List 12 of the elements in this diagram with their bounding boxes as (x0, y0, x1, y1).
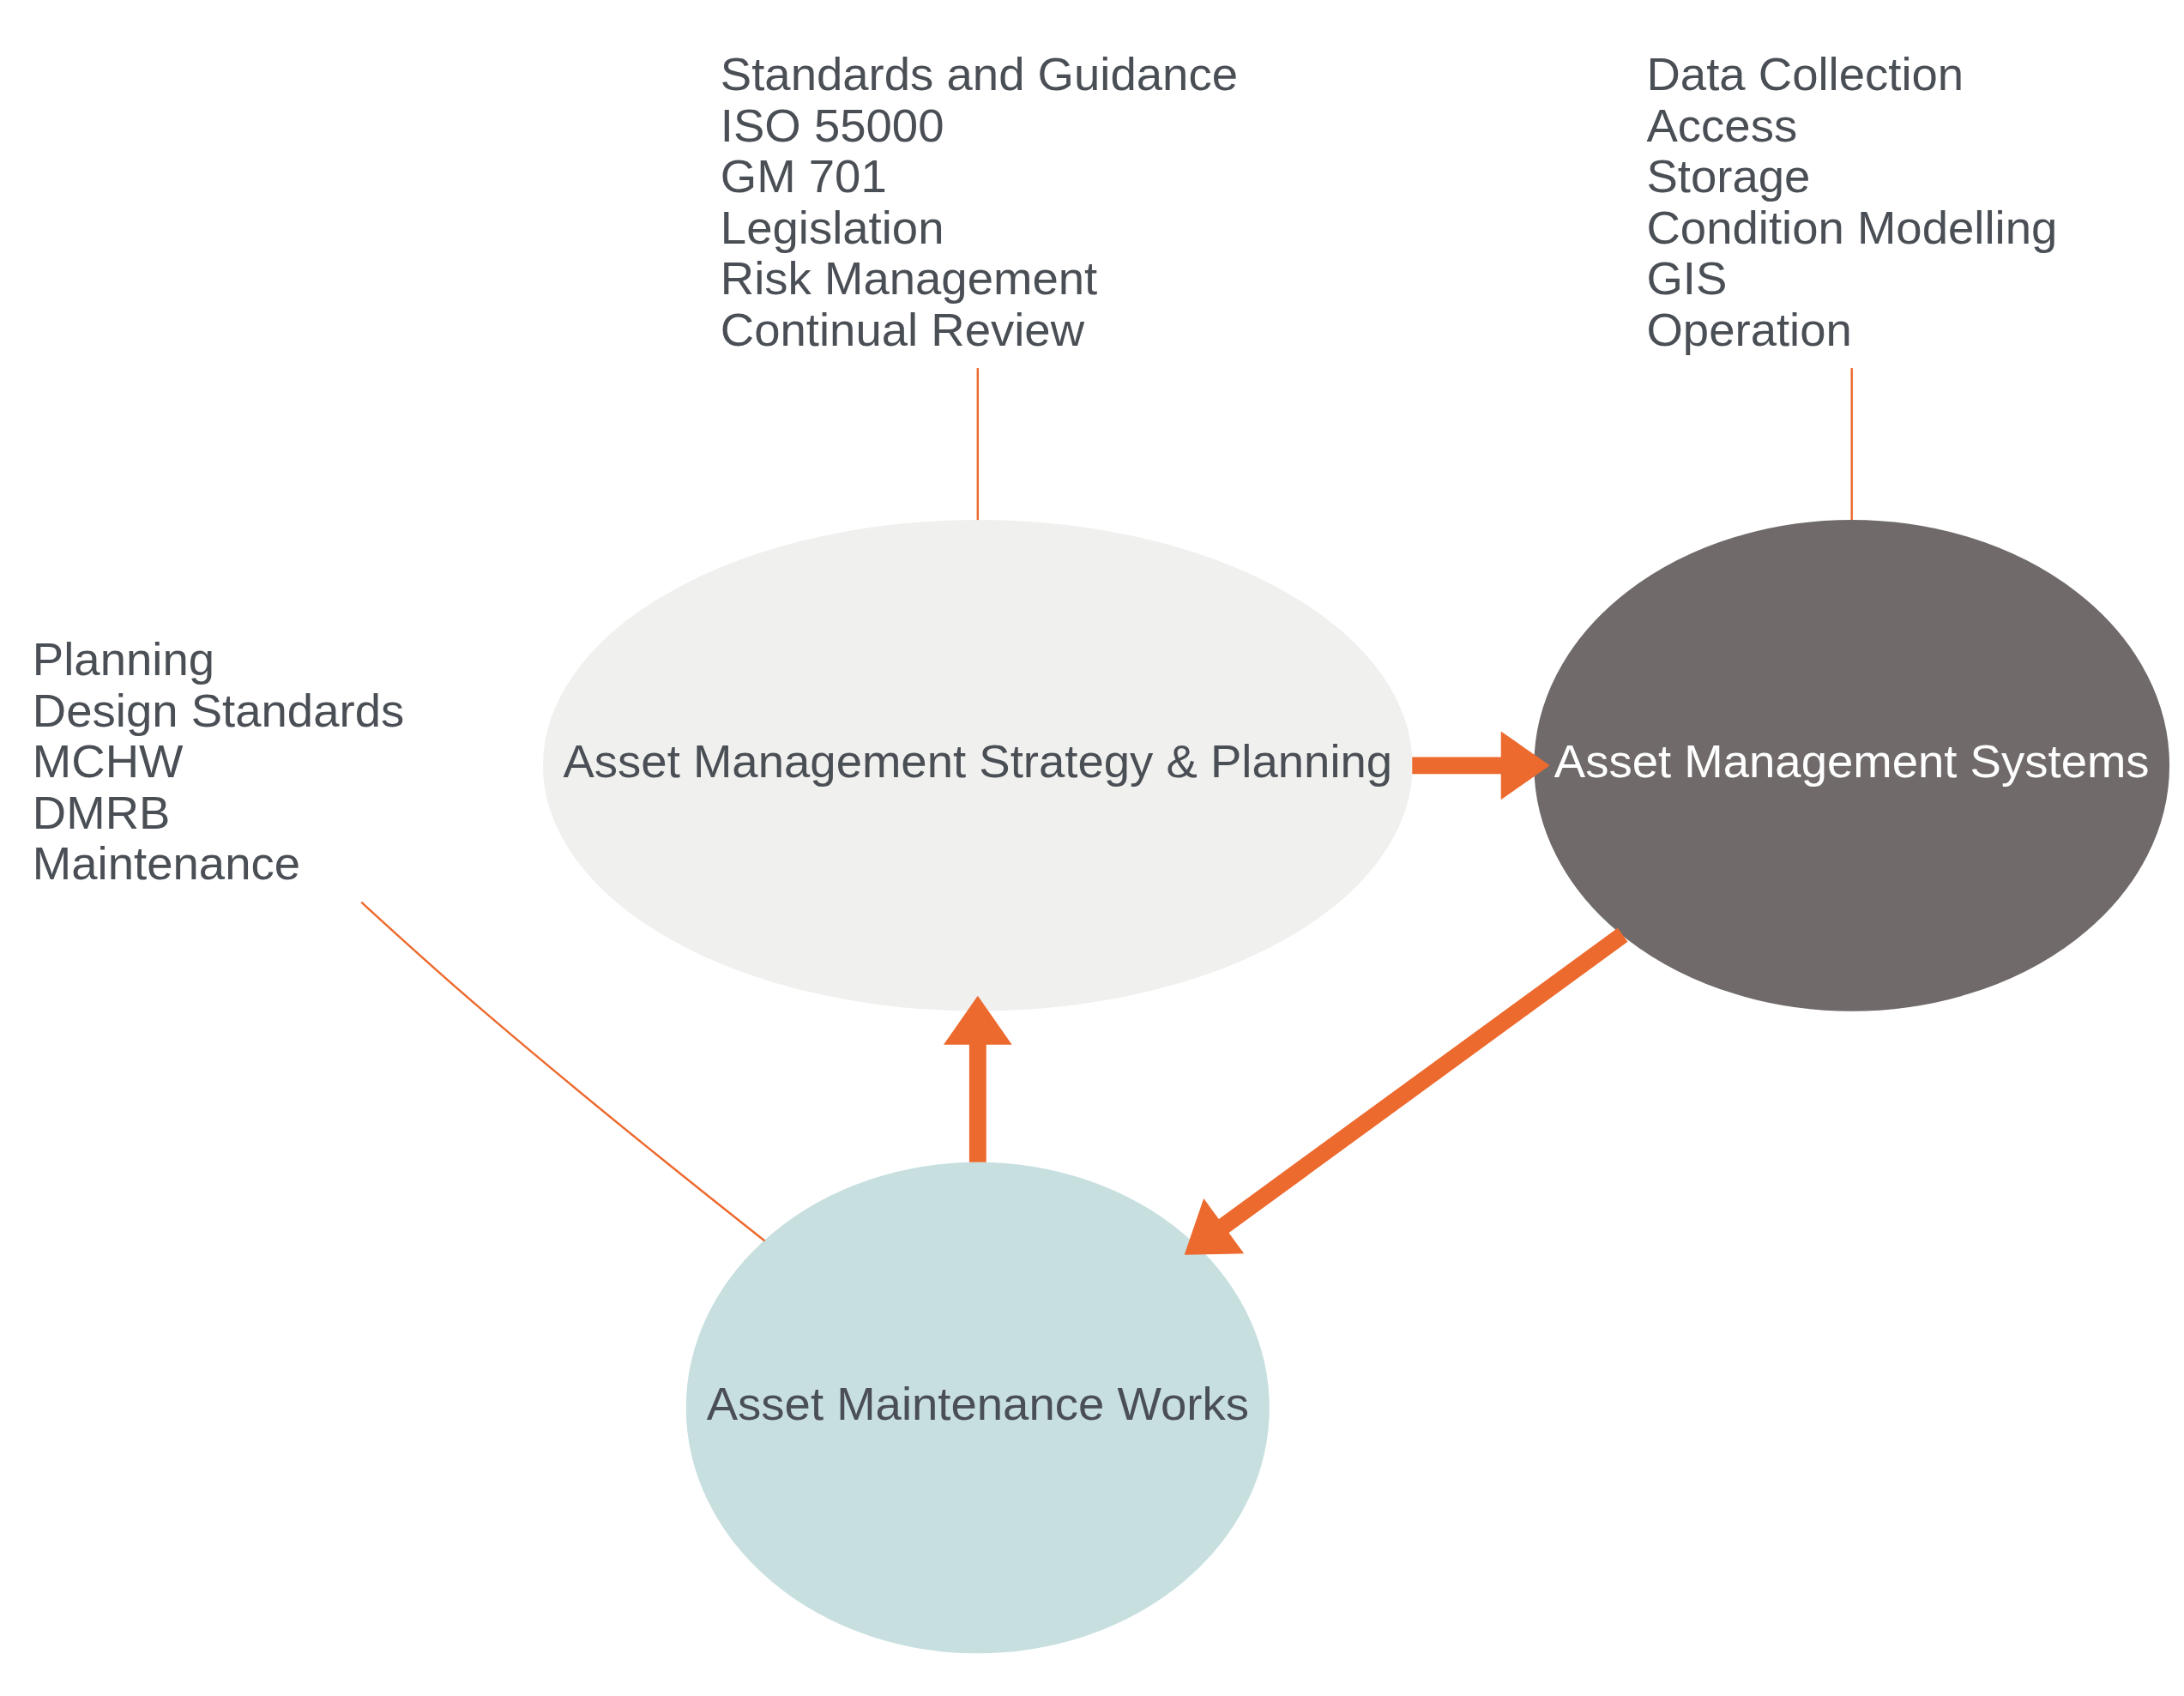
node-text: Standards and Guidance ISO 55000 GM 701 Legislation Risk Management Continual Review (720, 47, 1238, 356)
arrow (1412, 730, 1550, 800)
arrow (943, 995, 1012, 1162)
node-ellipse: Asset Management Systems (1534, 519, 2170, 1011)
arrow (1184, 927, 1628, 1255)
connector (360, 901, 766, 1241)
connector (1850, 367, 1853, 520)
node-text: Planning Design Standards MCHW DMRB Maintenance (32, 632, 405, 890)
connector (976, 367, 980, 520)
node-text: Data Collection Access Storage Condition Modelling GIS Operation (1646, 47, 2058, 356)
node-ellipse: Asset Management Strategy & Planning (542, 519, 1413, 1011)
node-ellipse: Asset Maintenance Works (685, 1162, 1270, 1653)
